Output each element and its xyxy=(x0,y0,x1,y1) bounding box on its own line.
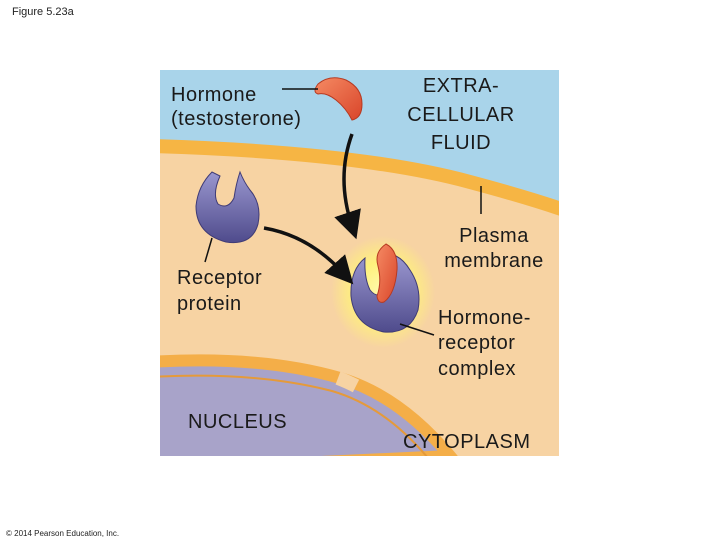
figure-label: Figure 5.23a xyxy=(12,6,74,18)
copyright-notice: © 2014 Pearson Education, Inc. xyxy=(6,529,120,538)
leader-receptor xyxy=(204,237,213,263)
label-hormone-line1: Hormone xyxy=(171,84,257,106)
label-complex-line2: receptor xyxy=(438,332,515,354)
label-nucleus: NUCLEUS xyxy=(188,411,287,433)
label-extracellular-line1: EXTRA- xyxy=(423,75,499,97)
nuclear-envelope-inner-line xyxy=(160,374,428,456)
cell-panel xyxy=(160,70,559,456)
receptor-protein-shape xyxy=(195,170,260,244)
hormone-shape xyxy=(314,77,363,121)
complex-hormone-shape xyxy=(376,243,398,303)
nuclear-pore xyxy=(335,371,360,393)
leader-complex xyxy=(399,323,435,336)
arrow-receptor-to-complex xyxy=(263,226,354,285)
label-plasma-line1: Plasma xyxy=(459,225,529,247)
label-complex-line1: Hormone- xyxy=(438,307,531,329)
label-complex-line3: complex xyxy=(438,358,516,380)
label-hormone-line2: (testosterone) xyxy=(171,108,301,130)
label-extracellular-line2: CELLULAR xyxy=(407,104,514,126)
label-extracellular-line3: FLUID xyxy=(431,132,491,154)
label-receptor-line2: protein xyxy=(177,293,242,315)
label-plasma-line2: membrane xyxy=(444,250,544,272)
label-cytoplasm: CYTOPLASM xyxy=(403,431,531,453)
label-receptor-line1: Receptor xyxy=(177,267,262,289)
arrow-hormone-to-complex xyxy=(334,133,361,240)
